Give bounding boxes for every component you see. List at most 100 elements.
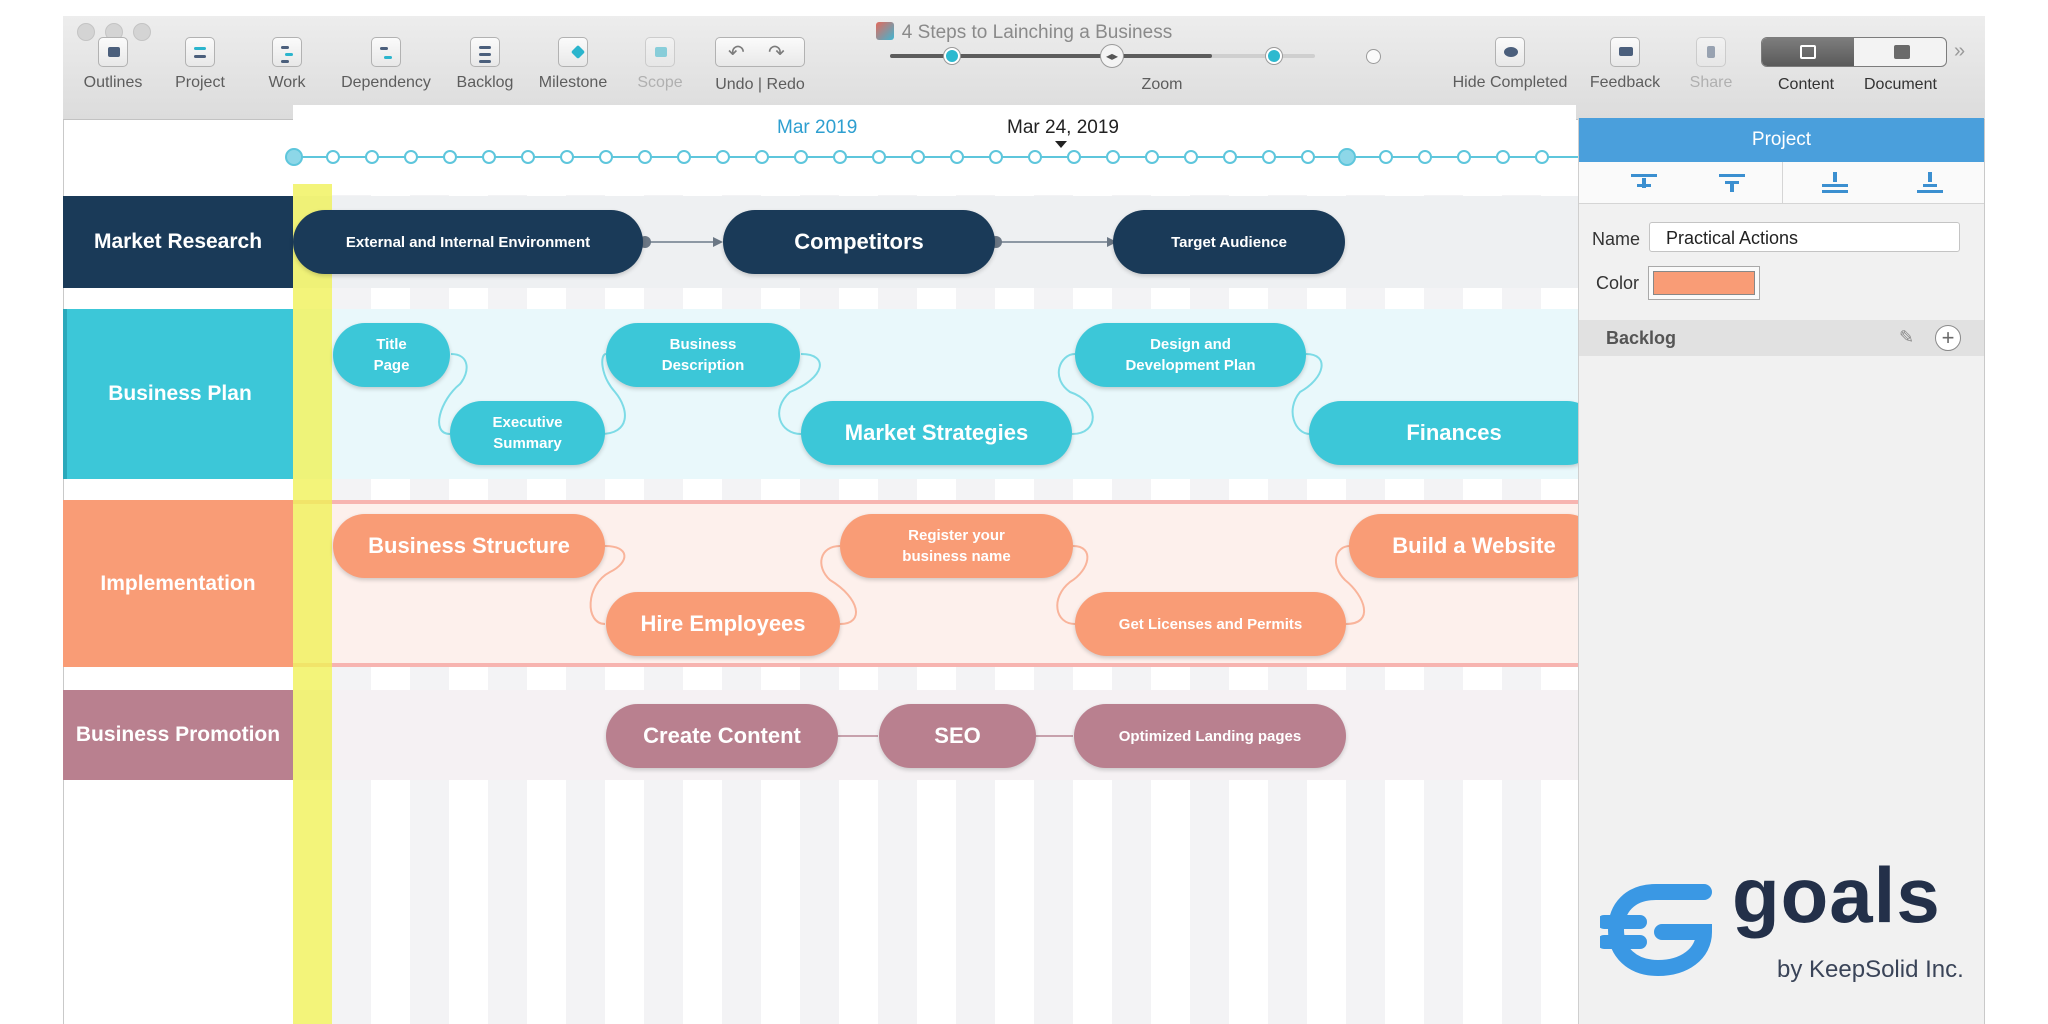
task-get-licenses-and-permits[interactable]: Get Licenses and Permits: [1075, 592, 1346, 656]
task-label: Competitors: [794, 228, 924, 254]
task-label: Finances: [1406, 419, 1502, 445]
timeline-tick: [872, 150, 886, 164]
task-label: Create Content: [643, 722, 801, 748]
window-title-text: 4 Steps to Lainching a Business: [901, 22, 1173, 43]
task-seo[interactable]: SEO: [879, 704, 1036, 768]
move-up-icon[interactable]: [1822, 172, 1848, 194]
speech-bubble-icon: [1610, 37, 1640, 67]
outlines-icon: [98, 37, 128, 67]
undo-icon[interactable]: ↶: [728, 42, 745, 64]
zoom-start-handle[interactable]: [944, 48, 960, 64]
backlog-section-header: Backlog ✎ +: [1579, 320, 1984, 356]
timeline-tick: [599, 150, 613, 164]
lane-implementation[interactable]: Implementation: [63, 500, 293, 667]
outlines-label: Outlines: [83, 74, 143, 91]
insert-above-icon[interactable]: [1631, 172, 1657, 194]
work-button[interactable]: Work: [252, 37, 322, 92]
redo-icon[interactable]: ↷: [768, 42, 785, 64]
eye-icon: [1495, 37, 1525, 67]
zoom-window-button[interactable]: [133, 23, 151, 41]
lane-market-research[interactable]: Market Research: [63, 196, 293, 288]
project-inspector-panel: Project Name Practical Actions Color Bac…: [1578, 118, 1984, 1024]
task-executive-summary[interactable]: Executive Summary: [450, 401, 605, 465]
name-input[interactable]: Practical Actions: [1649, 222, 1960, 252]
task-design-and-development-plan[interactable]: Design and Development Plan: [1075, 323, 1306, 387]
zoom-knob[interactable]: ◂▸: [1100, 44, 1124, 68]
dependency-label: Dependency: [341, 74, 431, 91]
timeline-tick: [1067, 150, 1081, 164]
add-backlog-button[interactable]: +: [1935, 325, 1961, 351]
milestone-icon: [558, 37, 588, 67]
lane-business-plan[interactable]: Business Plan: [63, 309, 293, 479]
timeline-tick: [1496, 150, 1510, 164]
task-business-structure[interactable]: Business Structure: [333, 514, 605, 578]
share-label: Share: [1689, 74, 1733, 91]
task-label: Build a Website: [1392, 532, 1556, 558]
timeline-tick: [482, 150, 496, 164]
task-register-business-name[interactable]: Register your business name: [840, 514, 1073, 578]
task-label: Business Description: [661, 336, 745, 374]
current-date-marker-icon: [1055, 141, 1067, 148]
toolbar-overflow-icon[interactable]: »: [1954, 40, 1966, 62]
task-build-a-website[interactable]: Build a Website: [1349, 514, 1599, 578]
view-mode-toggle[interactable]: [1761, 37, 1947, 67]
timeline-tick: [755, 150, 769, 164]
timeline-tick: [1262, 150, 1276, 164]
task-hire-employees[interactable]: Hire Employees: [606, 592, 840, 656]
task-business-description[interactable]: Business Description: [606, 323, 800, 387]
task-target-audience[interactable]: Target Audience: [1113, 210, 1345, 274]
project-button[interactable]: Project: [165, 37, 235, 92]
timeline-tick: [560, 150, 574, 164]
milestone-button[interactable]: Milestone: [533, 37, 613, 92]
timeline-tick: [365, 150, 379, 164]
timeline-tick: [1457, 150, 1471, 164]
backlog-button[interactable]: Backlog: [450, 37, 520, 92]
scope-button[interactable]: Scope: [625, 37, 695, 92]
insert-below-icon[interactable]: [1719, 172, 1745, 194]
current-date: Mar 24, 2019: [1007, 117, 1119, 138]
timeline-tick: [794, 150, 808, 164]
timeline-tick: [950, 150, 964, 164]
task-competitors[interactable]: Competitors: [723, 210, 995, 274]
timeline-axis: [293, 156, 1578, 158]
close-window-button[interactable]: [77, 23, 95, 41]
zoom-end-handle[interactable]: [1266, 48, 1282, 64]
document-icon: [875, 22, 894, 40]
move-top-icon[interactable]: [1917, 172, 1943, 194]
timeline-tick: [638, 150, 652, 164]
color-swatch: [1653, 271, 1755, 295]
color-picker[interactable]: [1648, 266, 1760, 300]
timeline-tick: [1379, 150, 1393, 164]
task-label: SEO: [934, 722, 981, 748]
task-market-strategies[interactable]: Market Strategies: [801, 401, 1072, 465]
task-create-content[interactable]: Create Content: [606, 704, 838, 768]
task-title-page[interactable]: Title Page: [333, 323, 450, 387]
share-button[interactable]: Share: [1676, 37, 1746, 92]
dependency-icon: [371, 37, 401, 67]
timeline-tick: [1418, 150, 1432, 164]
content-segment[interactable]: [1762, 38, 1854, 66]
timeline-tick: [326, 150, 340, 164]
task-optimized-landing-pages[interactable]: Optimized Landing pages: [1074, 704, 1346, 768]
task-label: Executive Summary: [492, 414, 563, 452]
lane-business-promotion[interactable]: Business Promotion: [63, 690, 293, 780]
content-icon: [1800, 45, 1816, 59]
panel-toolbar: [1579, 162, 1984, 204]
task-finances[interactable]: Finances: [1309, 401, 1599, 465]
task-label: Market Strategies: [844, 419, 1029, 445]
task-external-and-internal-environment[interactable]: External and Internal Environment: [293, 210, 643, 274]
hide-completed-button[interactable]: Hide Completed: [1445, 37, 1575, 92]
panel-header: Project: [1579, 118, 1984, 162]
timeline-tick: [1223, 150, 1237, 164]
pencil-icon[interactable]: ✎: [1899, 327, 1915, 347]
dependency-button[interactable]: Dependency: [336, 37, 436, 92]
task-label: Design and Development Plan: [1125, 336, 1256, 374]
timeline-tick: [833, 150, 847, 164]
feedback-button[interactable]: Feedback: [1585, 37, 1665, 92]
goals-logo-mark-icon: [1600, 884, 1713, 977]
backlog-section-label: Backlog: [1606, 328, 1677, 348]
timeline-tick: [1145, 150, 1159, 164]
outlines-button[interactable]: Outlines: [78, 37, 148, 92]
task-label: Get Licenses and Permits: [1118, 615, 1303, 633]
share-icon: [1696, 37, 1726, 67]
